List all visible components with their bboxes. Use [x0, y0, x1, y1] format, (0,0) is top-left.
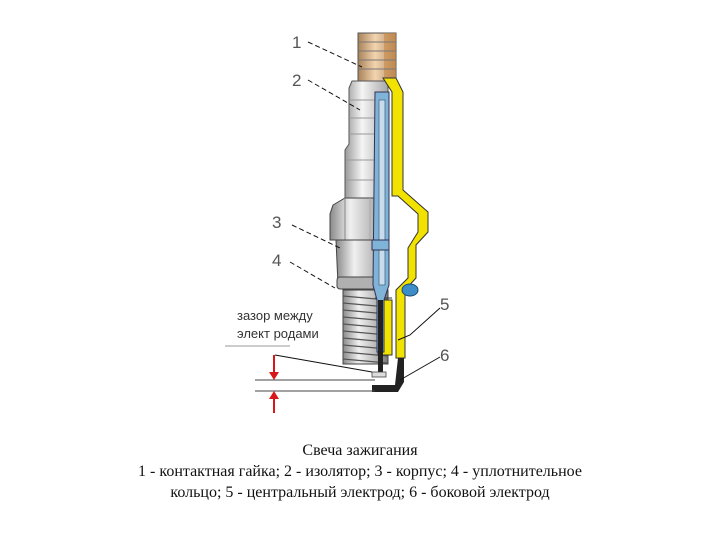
gap-marker — [255, 355, 375, 413]
gap-label-line2: элект родами — [237, 326, 319, 341]
label-2: 2 — [292, 71, 301, 90]
caption-title: Свеча зажигания — [302, 442, 418, 459]
insulator-core — [371, 91, 390, 353]
label-1: 1 — [292, 33, 301, 52]
label-3: 3 — [272, 213, 281, 232]
side-electrode — [371, 358, 404, 392]
central-electrode — [378, 283, 419, 375]
spark-plug-diagram: 1 2 3 4 5 6 зазор между элект родами — [225, 32, 449, 413]
gap-label-line1: зазор между — [237, 308, 313, 323]
label-5: 5 — [440, 295, 449, 314]
label-6: 6 — [440, 346, 449, 365]
caption-line-1: 1 - контактная гайка; 2 - изолятор; 3 - … — [138, 463, 582, 480]
caption-line-2: кольцо; 5 - центральный электрод; 6 - бо… — [170, 484, 550, 501]
label-4: 4 — [272, 251, 281, 270]
leader-lines — [225, 41, 441, 381]
figure-caption: Свеча зажигания 1 - контактная гайка; 2 … — [0, 440, 720, 503]
contact-nut — [357, 32, 397, 82]
